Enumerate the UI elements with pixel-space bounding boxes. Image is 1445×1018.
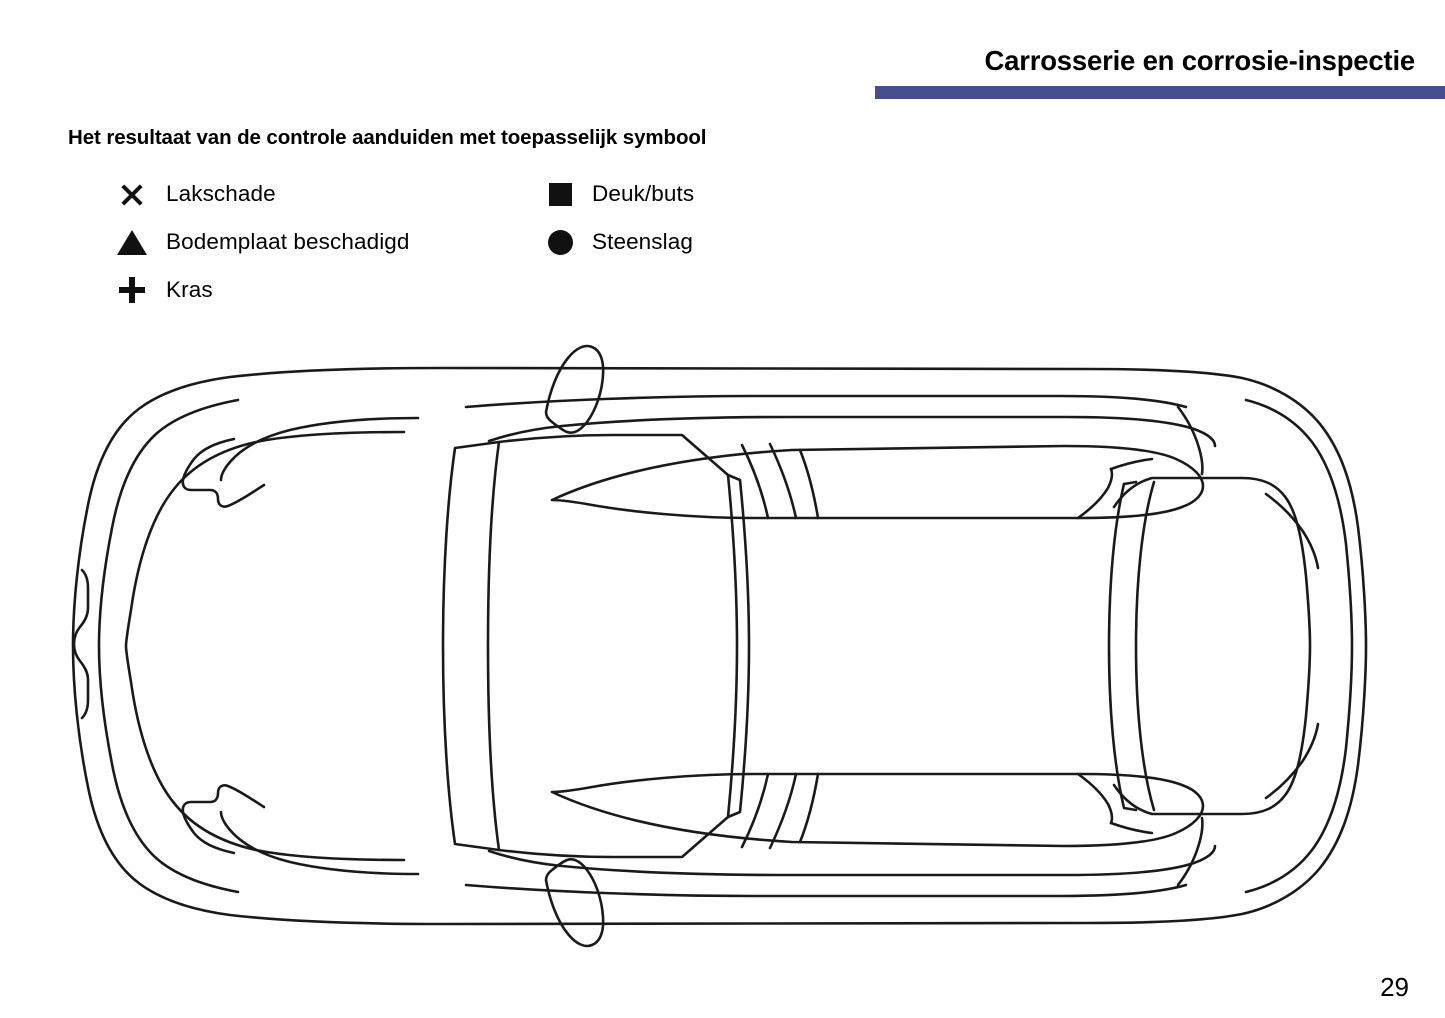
front-bumper-line (97, 398, 240, 894)
hood-front-left-edge (181, 437, 266, 508)
headlight-lower (219, 810, 420, 876)
lower-rear-quarter-seam (1076, 772, 1114, 825)
upper-rear-quarter-seam (1076, 467, 1114, 520)
legend-item-lakschade: Lakschade (110, 170, 410, 218)
trunk-lid-outer (1112, 476, 1312, 816)
lower-rear-quarter-seam-2 (1109, 821, 1154, 835)
windshield-panel (441, 440, 501, 852)
upper-door-seam-2 (768, 442, 798, 520)
lower-roofline (464, 883, 1188, 898)
taillight-lower (1264, 722, 1320, 800)
trunk-lid-seam (1107, 482, 1138, 812)
hood-panel (124, 430, 406, 862)
upper-rear-quarter-seam-2 (1109, 457, 1154, 471)
roof-trailing-edge (726, 473, 751, 819)
legend-item-bodemplaat: Bodemplaat beschadigd (110, 218, 410, 266)
page-header: Carrosserie en corrosie-inspectie (0, 45, 1445, 104)
legend-label-lakschade: Lakschade (166, 180, 276, 206)
upper-door-seam-1 (740, 443, 770, 520)
legend-column-right: Deuk/buts Steenslag (538, 170, 694, 266)
filled-circle-icon (538, 220, 582, 264)
upper-roofline (464, 394, 1188, 409)
legend-item-kras: Kras (110, 266, 410, 314)
legend-label-steenslag: Steenslag (592, 228, 693, 254)
trunk-lid-inner (1134, 480, 1156, 812)
upper-rear-shoulder (1176, 405, 1204, 476)
upper-door-seam-3 (798, 448, 820, 520)
lower-door-seam-3 (798, 772, 820, 844)
filled-triangle-icon (110, 220, 154, 264)
side-mirror-lower (544, 858, 605, 948)
header-accent-rule (875, 86, 1445, 99)
car-top-view-outline-svg[interactable] (52, 322, 1402, 970)
page-title: Carrosserie en corrosie-inspectie (984, 45, 1415, 76)
x-mark-icon (110, 172, 154, 216)
rear-bumper-line (1244, 398, 1354, 894)
legend-label-kras: Kras (166, 276, 213, 302)
front-nose-notch (72, 568, 90, 720)
car-diagram[interactable] (52, 322, 1402, 970)
upper-beltline-outer (487, 415, 1217, 448)
legend-item-steenslag: Steenslag (538, 218, 694, 266)
side-mirror-upper (544, 344, 605, 434)
lower-beltline-outer (487, 844, 1217, 877)
lower-rear-shoulder (1176, 816, 1204, 887)
car-body-outline (71, 366, 1368, 926)
legend-item-deuk-buts: Deuk/buts (538, 170, 694, 218)
headlight-upper (219, 416, 420, 482)
legend-column-left: Lakschade Bodemplaat beschadigd Kras (110, 170, 410, 314)
legend-label-bodemplaat: Bodemplaat beschadigd (166, 228, 410, 254)
filled-square-icon (538, 172, 582, 216)
legend-label-deuk-buts: Deuk/buts (592, 180, 695, 206)
trunk-lid-seam-edge (1122, 480, 1138, 486)
upper-window-glass (550, 444, 1205, 520)
lower-window-glass (550, 772, 1205, 848)
taillight-upper (1264, 492, 1320, 570)
roof-glass-panel (497, 433, 739, 859)
hood-front-left-edge-lower (181, 784, 266, 855)
lower-door-seam-2 (768, 772, 798, 850)
instruction-text: Het resultaat van de controle aanduiden … (68, 126, 707, 149)
plus-mark-icon (110, 268, 154, 312)
page-number: 29 (1380, 972, 1409, 1002)
lower-door-seam-1 (740, 772, 770, 849)
